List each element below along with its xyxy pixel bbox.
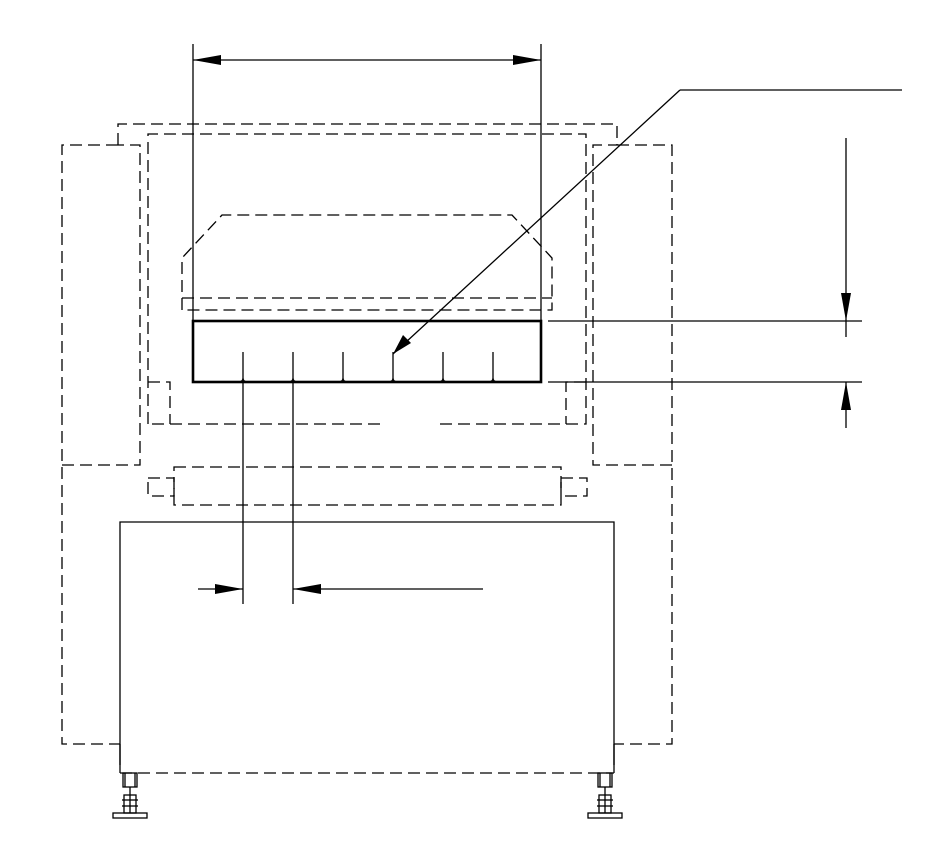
die-grooves — [237, 352, 499, 383]
pressing-head — [181, 214, 553, 311]
leader-line — [392, 89, 681, 355]
die-groove-3 — [337, 352, 349, 383]
height-dimension — [548, 138, 862, 428]
pressing-head-outline — [181, 214, 553, 311]
left-foot-pad — [112, 812, 148, 819]
width-arrow-left — [193, 55, 221, 65]
pitch-dimension — [198, 382, 483, 604]
frame-right-inner-step — [592, 144, 672, 466]
chamber-bottom-ledge — [148, 381, 586, 424]
width-arrow-right — [513, 55, 541, 65]
machine-frame — [61, 123, 673, 745]
roller-right-shaft — [560, 477, 588, 497]
die-groove-6 — [487, 352, 499, 383]
frame-top-profile — [117, 123, 618, 145]
left-foot — [112, 772, 148, 819]
die-groove-4 — [387, 352, 399, 383]
machine-base — [119, 521, 615, 774]
die-groove-2 — [287, 352, 299, 383]
frame-right-column — [614, 144, 673, 745]
chamber-outline — [147, 133, 587, 425]
die-block-outline — [191, 319, 543, 384]
die-block — [191, 319, 543, 384]
chamber-edge-gap — [382, 421, 440, 427]
leader-arrowhead — [393, 335, 411, 354]
upper-chamber — [147, 133, 587, 425]
roller-assembly — [147, 466, 588, 506]
height-arrow-down — [841, 293, 851, 321]
roller-body — [173, 466, 562, 506]
width-dimension — [192, 44, 542, 382]
height-arrow-up — [841, 382, 851, 410]
die-groove-5 — [437, 352, 449, 383]
right-foot — [587, 772, 623, 819]
pitch-arrow-left — [215, 584, 243, 594]
right-foot-pad — [587, 812, 623, 819]
roller-left-shaft — [147, 477, 175, 497]
base-top-edge — [119, 521, 615, 765]
pitch-arrow-right — [293, 584, 321, 594]
groove-leader — [392, 89, 902, 355]
frame-left-column — [61, 144, 120, 745]
frame-left-inner-step — [62, 144, 141, 466]
die-groove-1 — [237, 352, 249, 383]
